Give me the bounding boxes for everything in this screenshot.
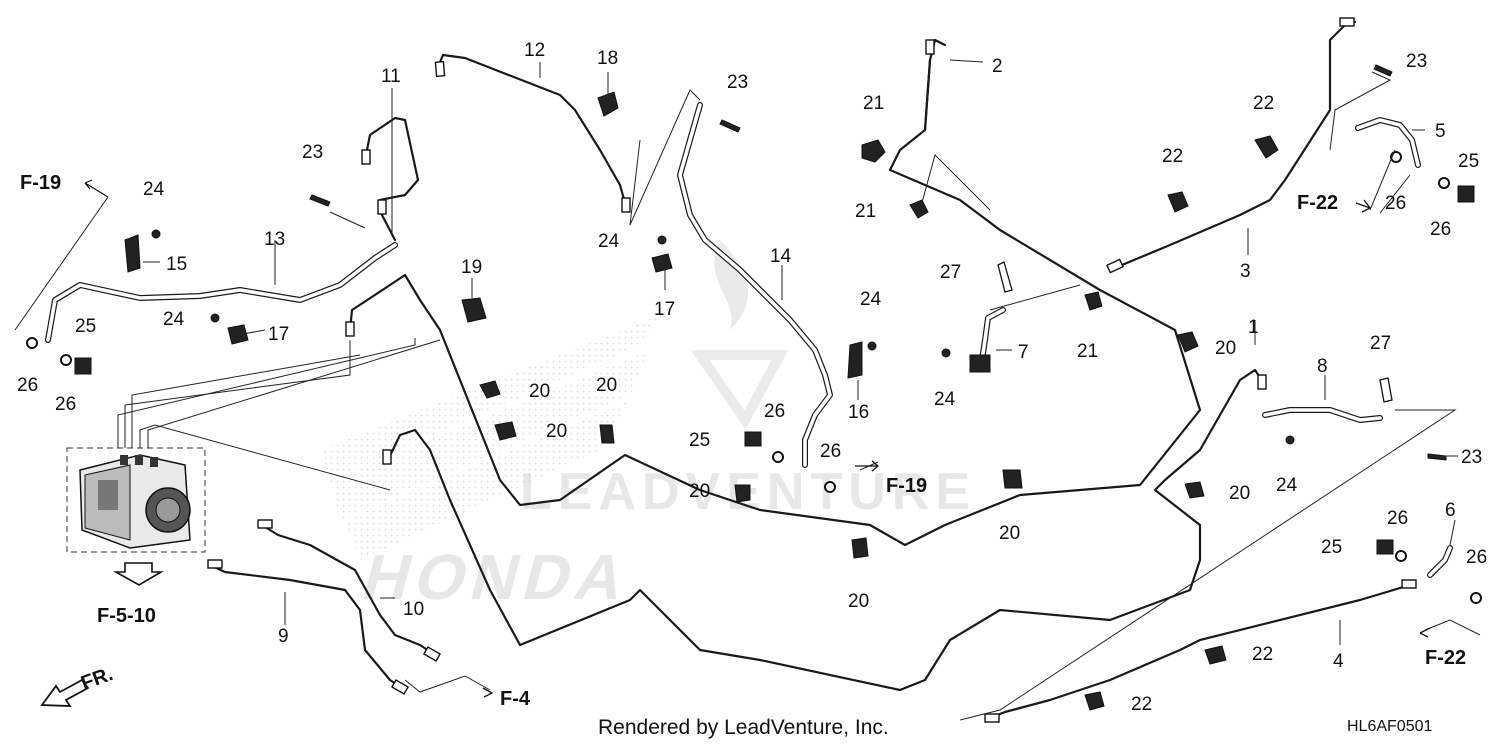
callout-20b: 20: [546, 421, 567, 442]
callout-8: 8: [1317, 356, 1328, 377]
ref-f19-left: F-19: [20, 172, 61, 194]
callout-23b: 23: [727, 72, 748, 93]
callout-27b: 27: [1370, 333, 1391, 354]
callout-25a: 25: [75, 316, 96, 337]
callout-10: 10: [403, 599, 424, 620]
callout-19: 19: [461, 257, 482, 278]
reference-labels: F-19 F-22 F-19 F-4 F-5-10 F-22: [14, 172, 1466, 710]
callout-26h: 26: [1466, 547, 1487, 568]
callout-26f: 26: [1430, 219, 1451, 240]
rendered-by-credit: Rendered by LeadVenture, Inc.: [598, 716, 889, 739]
callout-13: 13: [264, 229, 285, 250]
callout-23d: 23: [1461, 447, 1482, 468]
callout-6: 6: [1445, 500, 1456, 521]
front-direction-arrow-icon: FR.: [40, 663, 116, 707]
callout-24e: 24: [934, 389, 956, 410]
ref-arrow-icon: [855, 460, 880, 472]
callout-17a: 17: [268, 324, 289, 345]
down-arrow-icon: [112, 562, 164, 586]
callout-24b: 24: [163, 309, 185, 330]
callout-21b: 21: [855, 201, 876, 222]
callout-1: 1: [1248, 317, 1259, 338]
callout-27a: 27: [940, 262, 961, 283]
ref-arrow-icon: [1419, 627, 1431, 638]
callout-24f: 24: [1276, 475, 1298, 496]
ref-f19-mid: F-19: [886, 475, 927, 497]
callout-20c: 20: [596, 375, 617, 396]
callout-4: 4: [1333, 651, 1344, 672]
callout-5: 5: [1435, 121, 1446, 142]
callout-20g: 20: [1229, 483, 1250, 504]
diagram-code: HL6AF0501: [1347, 718, 1433, 735]
callout-24c: 24: [598, 231, 620, 252]
callout-20a: 20: [529, 381, 550, 402]
callout-9: 9: [278, 626, 289, 647]
callout-3: 3: [1240, 261, 1251, 282]
callout-22a: 22: [1253, 93, 1274, 114]
callout-20e: 20: [999, 523, 1020, 544]
ref-arrow-icon: [1355, 199, 1371, 213]
pipe-fittings: [207, 17, 1417, 723]
callout-17b: 17: [654, 299, 675, 320]
callout-7: 7: [1018, 342, 1029, 363]
ref-f22-top: F-22: [1297, 192, 1338, 214]
brake-hoses: [45, 102, 1453, 578]
callout-15: 15: [166, 254, 187, 275]
callout-11: 11: [381, 66, 401, 87]
callout-14: 14: [770, 246, 792, 267]
ref-arrow-icon: [84, 179, 109, 198]
ref-f4: F-4: [500, 688, 531, 710]
ref-f5-10: F-5-10: [97, 605, 156, 627]
callout-12: 12: [524, 40, 545, 61]
callout-25b: 25: [689, 430, 710, 451]
callout-2: 2: [992, 56, 1003, 77]
callout-20h: 20: [848, 591, 869, 612]
callout-leaders: [143, 59, 1481, 721]
clips-and-hardware: [26, 64, 1482, 711]
modulator-leader-lines: [117, 338, 441, 491]
callout-26g: 26: [1387, 508, 1408, 529]
callout-25d: 25: [1321, 537, 1342, 558]
callout-16: 16: [848, 402, 869, 423]
callout-26b: 26: [55, 394, 76, 415]
callout-23c: 23: [1406, 51, 1427, 72]
callout-26c: 26: [764, 401, 785, 422]
callout-24a: 24: [143, 179, 165, 200]
abs-modulator: [66, 447, 206, 553]
ref-arrow-icon: [482, 687, 494, 698]
callout-26d: 26: [820, 441, 841, 462]
callout-21c: 21: [1077, 341, 1098, 362]
callout-21a: 21: [863, 93, 884, 114]
callout-22c: 22: [1252, 644, 1273, 665]
callout-25c: 25: [1458, 151, 1479, 172]
callout-26e: 26: [1385, 193, 1406, 214]
callout-24d: 24: [860, 289, 882, 310]
brake-pipes: [208, 20, 1412, 720]
callout-20f: 20: [1215, 338, 1236, 359]
callout-23a: 23: [302, 142, 323, 163]
callout-20d: 20: [689, 481, 710, 502]
callout-numbers: 1 2 3 4 5 6 7 8 9 10 11 12 13 14 15 16 1…: [17, 40, 1487, 715]
callout-18: 18: [597, 48, 618, 69]
callout-26a: 26: [17, 375, 38, 396]
front-label: FR.: [78, 663, 116, 695]
ref-f22-bottom: F-22: [1425, 647, 1466, 669]
callout-22b: 22: [1162, 146, 1183, 167]
callout-22d: 22: [1131, 694, 1152, 715]
